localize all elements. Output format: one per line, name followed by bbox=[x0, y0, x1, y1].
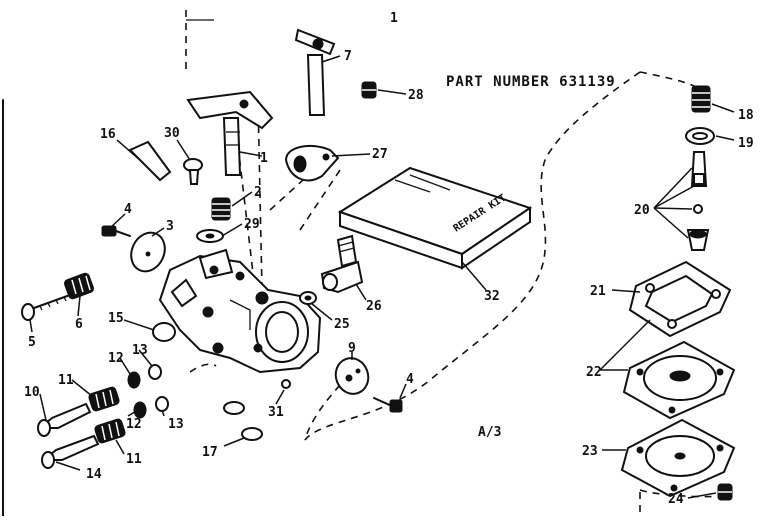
callout-13-lower: 13 bbox=[168, 417, 184, 432]
callout-1: 1 bbox=[260, 151, 268, 166]
callout-4-upper: 4 bbox=[124, 202, 132, 217]
callout-11-lower: 11 bbox=[126, 452, 142, 467]
callout-23: 23 bbox=[582, 444, 598, 459]
part-washer-29 bbox=[196, 229, 224, 243]
page-reference: A/3 bbox=[478, 425, 501, 440]
part-spring-2 bbox=[211, 197, 231, 221]
callout-19: 19 bbox=[738, 136, 754, 151]
callout-30: 30 bbox=[164, 126, 180, 141]
callout-numbers: 7 28 1 16 30 27 2 29 4 3 6 15 5 12 13 11… bbox=[24, 49, 754, 507]
callout-18: 18 bbox=[738, 108, 754, 123]
part-screw-30 bbox=[183, 158, 203, 185]
callout-26: 26 bbox=[366, 299, 382, 314]
callout-14: 14 bbox=[86, 467, 102, 482]
part-screw-24 bbox=[717, 483, 733, 501]
part-ring-19 bbox=[685, 127, 715, 145]
part-plate-9 bbox=[334, 357, 370, 395]
callout-21: 21 bbox=[590, 284, 606, 299]
callout-31: 31 bbox=[268, 405, 284, 420]
part-cover-23 bbox=[620, 418, 736, 498]
leader-lines bbox=[29, 55, 735, 499]
part-spring-6 bbox=[63, 272, 95, 300]
callout-28: 28 bbox=[408, 88, 424, 103]
part-washers-12-13 bbox=[127, 364, 169, 419]
callout-22: 22 bbox=[586, 365, 602, 380]
part-plug-28 bbox=[361, 81, 377, 99]
callout-29: 29 bbox=[244, 217, 260, 232]
callout-9: 9 bbox=[348, 341, 356, 356]
part-choke-plate bbox=[128, 140, 172, 182]
callout-32: 32 bbox=[484, 289, 500, 304]
callout-11-upper: 11 bbox=[58, 373, 74, 388]
part-diaphragm-22 bbox=[622, 340, 736, 420]
part-gasket-21 bbox=[628, 260, 732, 338]
part-needle-14-spring-11 bbox=[41, 418, 126, 469]
callout-16: 16 bbox=[100, 127, 116, 142]
callout-10: 10 bbox=[24, 385, 40, 400]
part-clamp-27 bbox=[284, 144, 340, 182]
part-ball-31 bbox=[281, 379, 291, 389]
callout-3: 3 bbox=[166, 219, 174, 234]
part-ring-25 bbox=[299, 291, 317, 305]
part-screw-4-upper bbox=[101, 225, 131, 237]
callout-24: 24 bbox=[668, 492, 684, 507]
callout-15: 15 bbox=[108, 311, 124, 326]
callout-25: 25 bbox=[334, 317, 350, 332]
callout-12-lower: 12 bbox=[126, 417, 142, 432]
part-choke-bracket bbox=[186, 90, 274, 176]
repair-kit-box: REPAIR KIT bbox=[337, 166, 533, 270]
callout-17: 17 bbox=[202, 445, 218, 460]
part-plate-3 bbox=[130, 231, 166, 273]
callout-6: 6 bbox=[75, 317, 83, 332]
part-throttle-lever bbox=[294, 28, 336, 116]
callout-4-lower: 4 bbox=[406, 372, 414, 387]
callout-20: 20 bbox=[634, 203, 650, 218]
corner-mark: 1 bbox=[390, 11, 398, 26]
callout-27: 27 bbox=[372, 147, 388, 162]
callout-12-upper: 12 bbox=[108, 351, 124, 366]
part-screw-4-lower bbox=[373, 397, 403, 413]
part-number-label: PART NUMBER 631139 bbox=[446, 74, 616, 90]
part-inlet-valve-20 bbox=[686, 151, 710, 251]
part-needle-10-spring-11 bbox=[37, 386, 120, 437]
callout-5: 5 bbox=[28, 335, 36, 350]
callout-7: 7 bbox=[344, 49, 352, 64]
page-edge-marks: 1 bbox=[2, 10, 398, 517]
part-plugs-17 bbox=[223, 401, 263, 441]
callout-13-upper: 13 bbox=[132, 343, 148, 358]
carburetor-body bbox=[158, 248, 322, 374]
callout-2: 2 bbox=[254, 185, 262, 200]
part-plug-15 bbox=[152, 322, 176, 342]
part-spring-18 bbox=[691, 85, 711, 113]
part-fuel-fitting-26 bbox=[320, 234, 364, 294]
part-screw-5 bbox=[21, 294, 71, 321]
